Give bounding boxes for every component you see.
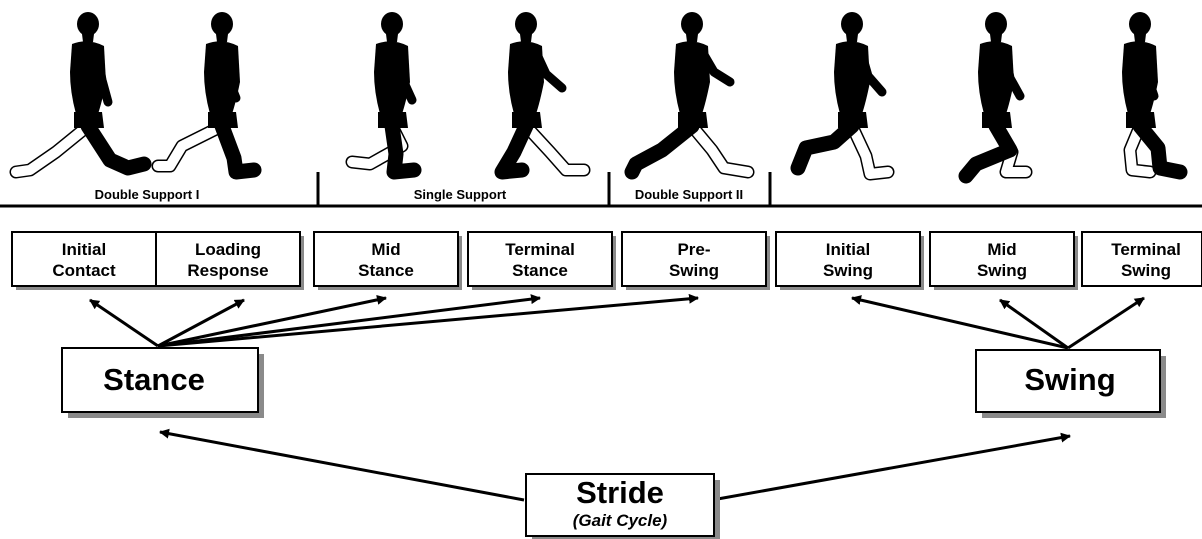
swing-box: Swing: [975, 349, 1166, 418]
phase-label-2: Swing: [1121, 261, 1171, 280]
swing-label: Swing: [1024, 362, 1115, 397]
walking-figure-terminal-stance: [494, 12, 591, 180]
walking-figure-initial-swing: [790, 12, 895, 181]
phase-box-terminal-stance: Terminal Stance: [467, 231, 616, 290]
stride-sublabel: (Gait Cycle): [573, 511, 668, 530]
arrow-stance-to-loading-response: [157, 298, 245, 348]
phase-label-1: Initial: [826, 240, 870, 259]
arrow-stride-to-stance: [159, 428, 525, 502]
support-bar: Double Support I Single Support Double S…: [0, 172, 1202, 208]
walking-figure-pre-swing: [624, 12, 755, 180]
support-label-double-2: Double Support II: [635, 187, 743, 202]
phase-box-initial-swing: Initial Swing: [775, 231, 924, 290]
phase-label-1: Loading: [195, 240, 261, 259]
phase-label-1: Pre-: [677, 240, 710, 259]
arrow-swing-to-mid-swing: [999, 298, 1069, 350]
arrow-swing-to-terminal-swing: [1067, 296, 1145, 350]
stance-label: Stance: [103, 362, 205, 397]
phase-label-1: Initial: [62, 240, 106, 259]
phase-label-2: Swing: [977, 261, 1027, 280]
figures-row: [9, 12, 1188, 184]
phase-box-pre-swing: Pre- Swing: [621, 231, 770, 290]
phase-label-2: Stance: [512, 261, 568, 280]
support-label-double-1: Double Support I: [95, 187, 200, 202]
arrow-stance-to-terminal-stance: [157, 294, 541, 348]
walking-figure-initial-contact: [9, 12, 152, 179]
stance-box: Stance: [61, 347, 264, 418]
arrow-stance-to-pre-swing: [157, 293, 699, 348]
phase-box-initial-contact: Initial Contact: [11, 231, 160, 290]
phase-label-1: Terminal: [505, 240, 575, 259]
phase-box-loading-response: Loading Response: [155, 231, 304, 290]
walking-figure-mid-swing: [958, 12, 1033, 184]
stride-label: Stride: [576, 475, 664, 510]
phase-label-2: Stance: [358, 261, 414, 280]
stride-box: Stride (Gait Cycle): [525, 473, 720, 539]
phase-label-1: Mid: [987, 240, 1016, 259]
walking-figure-terminal-swing: [1122, 12, 1188, 180]
walking-figure-loading-response: [151, 12, 262, 180]
phase-label-2: Response: [187, 261, 268, 280]
phase-label-2: Swing: [823, 261, 873, 280]
support-label-single: Single Support: [414, 187, 507, 202]
phase-box-terminal-swing: Terminal Swing: [1081, 231, 1202, 287]
arrow-stride-to-swing: [711, 432, 1071, 502]
walking-figure-mid-stance: [345, 12, 422, 180]
phase-label-1: Mid: [371, 240, 400, 259]
phase-label-2: Contact: [52, 261, 116, 280]
arrow-stance-to-initial-contact: [89, 298, 159, 348]
phase-box-mid-stance: Mid Stance: [313, 231, 462, 290]
phase-label-1: Terminal: [1111, 240, 1181, 259]
phase-label-2: Swing: [669, 261, 719, 280]
arrow-swing-to-initial-swing: [851, 295, 1069, 350]
arrows: [89, 293, 1145, 502]
phase-box-mid-swing: Mid Swing: [929, 231, 1078, 290]
phase-boxes: Initial Contact Loading Response Mid Sta…: [11, 231, 1202, 290]
arrow-stance-to-mid-stance: [157, 294, 387, 348]
